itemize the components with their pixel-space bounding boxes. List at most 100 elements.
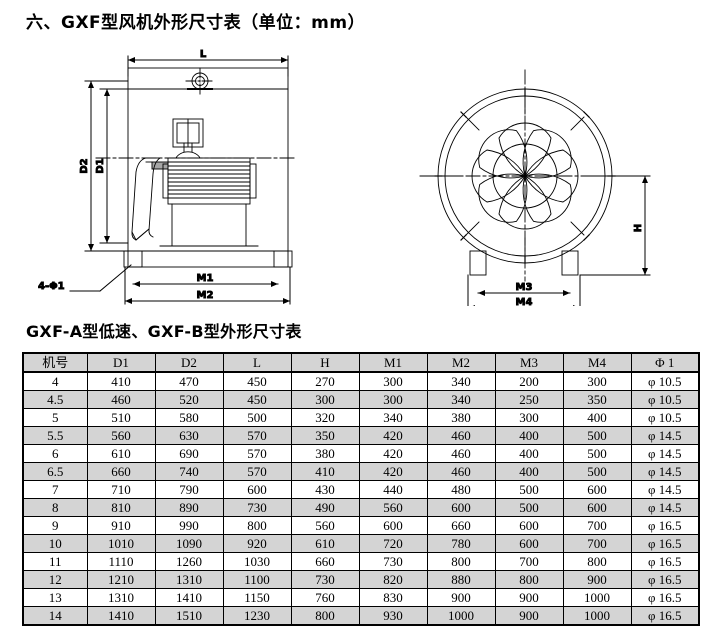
table-cell-value: 990 (154, 516, 224, 535)
blade-roots (444, 95, 606, 257)
table-cell-value: 930 (358, 606, 428, 626)
table-cell-value: 460 (426, 426, 496, 445)
table-cell-model: 13 (22, 588, 88, 607)
dimension-D1 (99, 88, 129, 244)
page-title: 六、GXF型风机外形尺寸表（单位：mm） (26, 13, 366, 33)
table-cell-value: 380 (426, 408, 496, 427)
dim-label-D1: D1 (95, 158, 106, 173)
table-cell-value: 880 (426, 570, 496, 589)
table-cell-value: 830 (358, 588, 428, 607)
table-cell-value: φ 14.5 (630, 426, 700, 445)
motor-base (159, 203, 259, 247)
table-cell-value: 700 (562, 534, 632, 553)
table-cell-value: 700 (562, 516, 632, 535)
table-cell-value: 570 (222, 444, 292, 463)
table-cell-model: 6.5 (22, 462, 88, 481)
table-cell-value: 400 (562, 408, 632, 427)
table-cell-model: 12 (22, 570, 88, 589)
table-cell-value: 340 (426, 390, 496, 409)
table-cell-value: 560 (86, 426, 156, 445)
table-cell-value: 1010 (86, 534, 156, 553)
table-cell-model: 11 (22, 552, 88, 571)
table-cell-value: 890 (154, 498, 224, 517)
table-cell-value: 460 (426, 462, 496, 481)
table-cell-value: 600 (562, 480, 632, 499)
table-cell-value: φ 14.5 (630, 498, 700, 517)
technical-drawings: L (0, 46, 720, 306)
table-cell-value: 800 (426, 552, 496, 571)
table-header-cell-8: M4 (562, 352, 632, 373)
table-cell-value: 1230 (222, 606, 292, 626)
dimension-D2 (84, 80, 129, 252)
table-cell-value: 440 (358, 480, 428, 499)
dim-label-M1: M1 (197, 273, 214, 284)
table-cell-model: 5 (22, 408, 88, 427)
dimension-H (579, 175, 651, 276)
dim-label-L: L (200, 49, 207, 60)
table-cell-value: 340 (426, 371, 496, 391)
table-cell-value: 740 (154, 462, 224, 481)
front-view-drawing: H M3 M4 (419, 69, 651, 306)
table-cell-value: 500 (494, 498, 564, 517)
table-cell-value: 270 (290, 371, 360, 391)
table-cell-value: 420 (358, 462, 428, 481)
table-cell-value: 1410 (86, 606, 156, 626)
table-cell-value: 450 (222, 371, 292, 391)
table-cell-value: 600 (358, 516, 428, 535)
table-cell-value: 340 (358, 408, 428, 427)
table-cell-value: 380 (290, 444, 360, 463)
table-cell-value: 710 (86, 480, 156, 499)
lifting-eye-detail (185, 67, 215, 97)
table-cell-value: 570 (222, 426, 292, 445)
table-cell-value: 690 (154, 444, 224, 463)
table-cell-value: 1100 (222, 570, 292, 589)
table-cell-value: 900 (562, 570, 632, 589)
table-cell-value: 800 (290, 606, 360, 626)
table-cell-value: 1000 (562, 606, 632, 626)
table-cell-value: 200 (494, 371, 564, 391)
table-cell-value: 610 (290, 534, 360, 553)
table-cell-value: 790 (154, 480, 224, 499)
table-cell-value: 570 (222, 462, 292, 481)
table-header-cell-0: 机号 (22, 352, 88, 373)
table-cell-value: 460 (86, 390, 156, 409)
table-cell-value: 730 (358, 552, 428, 571)
table-cell-value: 510 (86, 408, 156, 427)
motor-terminal-box (172, 118, 204, 148)
table-header-cell-6: M2 (426, 352, 496, 373)
table-cell-value: 470 (154, 371, 224, 391)
table-header-cell-9: Φ 1 (630, 352, 700, 373)
table-cell-value: 560 (290, 516, 360, 535)
table-cell-value: 1030 (222, 552, 292, 571)
table-cell-value: φ 10.5 (630, 408, 700, 427)
table-cell-value: 500 (562, 444, 632, 463)
table-cell-value: φ 16.5 (630, 570, 700, 589)
table-cell-value: 600 (426, 498, 496, 517)
table-cell-value: 500 (562, 462, 632, 481)
table-cell-value: 800 (222, 516, 292, 535)
table-cell-value: φ 16.5 (630, 534, 700, 553)
table-cell-value: 900 (426, 588, 496, 607)
motor-shaft (175, 142, 201, 159)
table-cell-value: 600 (494, 516, 564, 535)
table-cell-value: 1410 (154, 588, 224, 607)
table-cell-value: φ 10.5 (630, 390, 700, 409)
table-cell-value: 1150 (222, 588, 292, 607)
table-cell-value: 910 (86, 516, 156, 535)
table-cell-value: 780 (426, 534, 496, 553)
table-cell-model: 7 (22, 480, 88, 499)
table-header-cell-5: M1 (358, 352, 428, 373)
table-cell-model: 5.5 (22, 426, 88, 445)
